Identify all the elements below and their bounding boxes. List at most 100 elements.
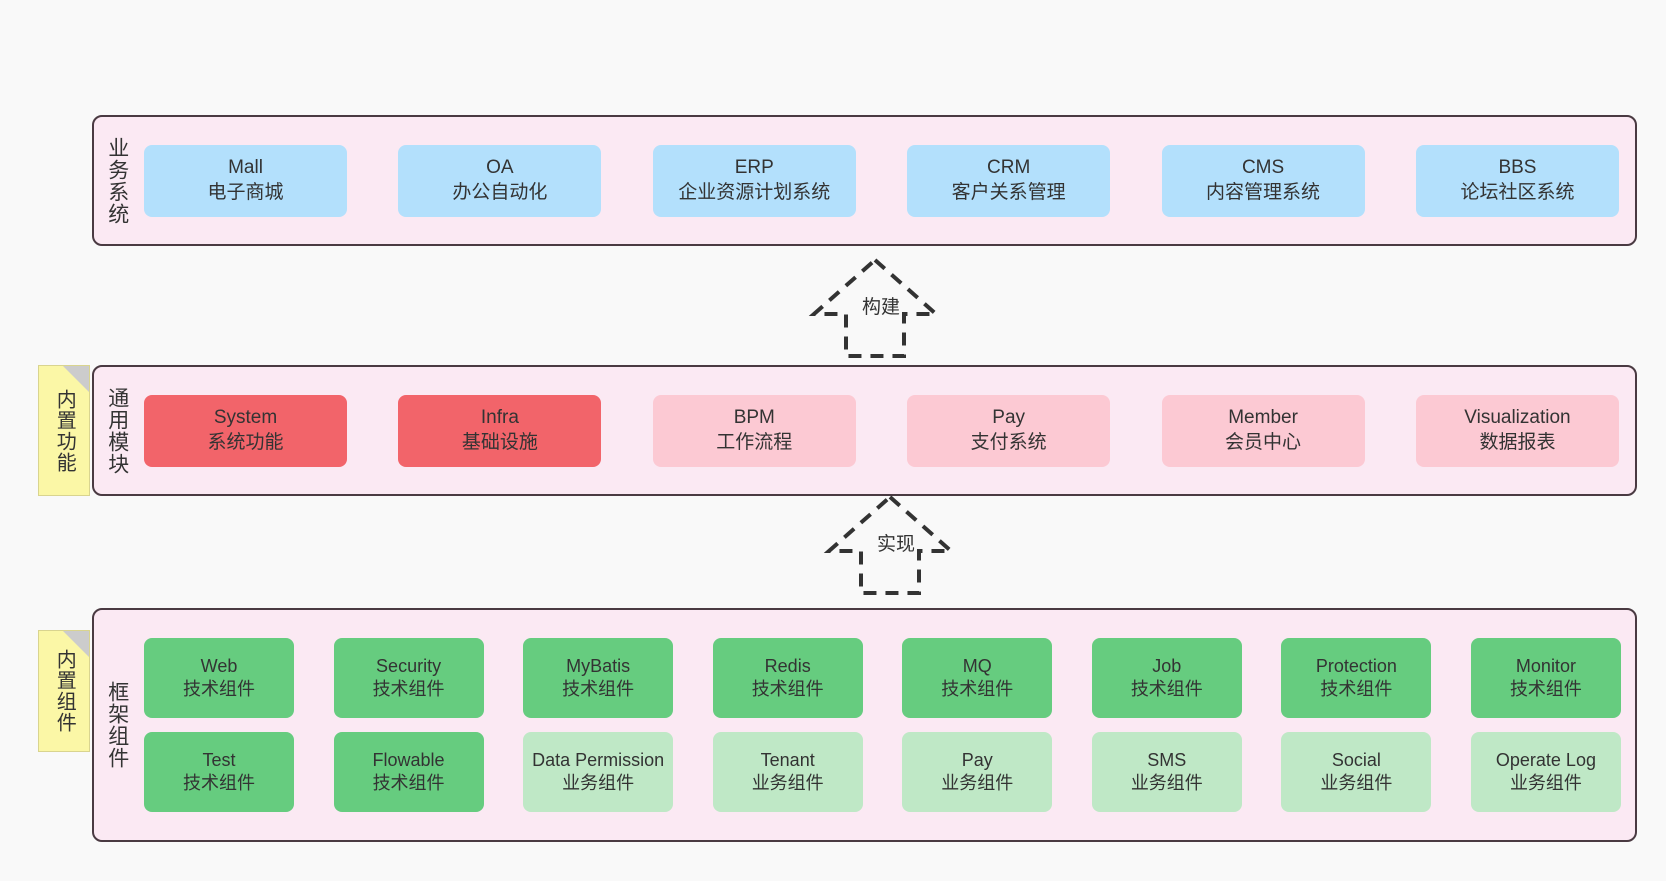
node-subtitle: 论坛社区系统 xyxy=(1460,181,1575,203)
framework-node-data-permission[interactable]: Data Permission 业务组件 xyxy=(523,732,674,812)
node-title: Pay xyxy=(992,407,1026,429)
note-builtin-functions-label: 内置功能 xyxy=(53,388,76,473)
note-fold-corner-icon xyxy=(63,366,89,392)
node-subtitle: 业务组件 xyxy=(1320,773,1393,793)
framework-node-social[interactable]: Social 业务组件 xyxy=(1281,732,1432,812)
node-title: BPM xyxy=(733,407,775,429)
node-subtitle: 系统功能 xyxy=(207,431,284,453)
node-subtitle: 技术组件 xyxy=(562,679,635,699)
node-subtitle: 业务组件 xyxy=(1130,773,1203,793)
node-title: MQ xyxy=(962,655,992,676)
node-title: Security xyxy=(376,655,442,676)
node-title: CRM xyxy=(987,157,1031,179)
node-subtitle: 会员中心 xyxy=(1225,431,1302,453)
note-builtin-functions: 内置功能 xyxy=(38,365,90,496)
build-arrow-shape xyxy=(808,257,942,358)
node-subtitle: 技术组件 xyxy=(941,679,1014,699)
node-subtitle: 业务组件 xyxy=(941,773,1014,793)
node-title: Job xyxy=(1152,655,1182,676)
node-subtitle: 内容管理系统 xyxy=(1206,181,1321,203)
node-subtitle: 客户关系管理 xyxy=(951,181,1066,203)
node-subtitle: 数据报表 xyxy=(1479,431,1556,453)
layer-framework-title: 框架组件 xyxy=(105,681,129,769)
node-subtitle: 技术组件 xyxy=(1320,679,1393,699)
node-title: Data Permission xyxy=(532,749,665,770)
node-subtitle: 业务组件 xyxy=(751,773,824,793)
node-subtitle: 业务组件 xyxy=(562,773,635,793)
arrow-implement: 实现 xyxy=(815,493,965,595)
node-title: Redis xyxy=(764,655,811,676)
framework-node-sms[interactable]: SMS 业务组件 xyxy=(1091,732,1242,812)
node-title: Infra xyxy=(480,407,519,429)
implement-arrow-shape xyxy=(823,494,957,595)
node-title: Flowable xyxy=(372,749,445,770)
framework-node-security[interactable]: Security 技术组件 xyxy=(333,638,484,718)
framework-node-redis[interactable]: Redis 技术组件 xyxy=(712,638,863,718)
arrow-build: 构建 xyxy=(800,256,950,358)
framework-node-tenant[interactable]: Tenant 业务组件 xyxy=(712,732,863,812)
framework-node-mybatis[interactable]: MyBatis 技术组件 xyxy=(523,638,674,718)
framework-node-flowable[interactable]: Flowable 技术组件 xyxy=(333,732,484,812)
framework-node-pay[interactable]: Pay 业务组件 xyxy=(902,732,1053,812)
node-subtitle: 技术组件 xyxy=(372,773,445,793)
node-subtitle: 技术组件 xyxy=(372,679,445,699)
framework-node-operate-log[interactable]: Operate Log 业务组件 xyxy=(1470,732,1621,812)
node-subtitle: 办公自动化 xyxy=(452,181,548,203)
node-subtitle: 技术组件 xyxy=(183,773,255,793)
layer-business-title: 业务系统 xyxy=(105,136,129,225)
framework-node-mq[interactable]: MQ 技术组件 xyxy=(902,638,1053,718)
framework-node-monitor[interactable]: Monitor 技术组件 xyxy=(1470,638,1621,718)
node-subtitle: 技术组件 xyxy=(751,679,824,699)
node-title: CMS xyxy=(1241,157,1285,179)
arrow-build-label: 构建 xyxy=(862,297,901,318)
node-title: BBS xyxy=(1498,157,1537,179)
node-subtitle: 技术组件 xyxy=(1509,679,1582,699)
node-title: MyBatis xyxy=(566,655,631,676)
node-title: Member xyxy=(1228,407,1298,429)
layer-modules-title: 通用模块 xyxy=(105,386,129,475)
node-title: Pay xyxy=(961,749,993,770)
node-subtitle: 技术组件 xyxy=(1130,679,1203,699)
node-title: Social xyxy=(1331,749,1381,770)
node-title: Web xyxy=(200,655,238,676)
node-title: System xyxy=(213,407,278,429)
framework-node-job[interactable]: Job 技术组件 xyxy=(1091,638,1242,718)
node-title: Visualization xyxy=(1464,407,1571,429)
node-title: Operate Log xyxy=(1495,749,1596,770)
node-subtitle: 企业资源计划系统 xyxy=(678,181,831,203)
node-title: ERP xyxy=(734,157,774,179)
note-builtin-components: 内置组件 xyxy=(38,630,90,752)
node-title: Monitor xyxy=(1515,655,1576,676)
note-builtin-components-label: 内置组件 xyxy=(53,649,76,733)
node-subtitle: 基础设施 xyxy=(461,431,538,453)
node-subtitle: 业务组件 xyxy=(1509,773,1582,793)
node-title: SMS xyxy=(1147,749,1187,770)
node-title: Tenant xyxy=(760,749,815,770)
node-subtitle: 工作流程 xyxy=(716,431,793,453)
node-subtitle: 支付系统 xyxy=(970,431,1047,453)
